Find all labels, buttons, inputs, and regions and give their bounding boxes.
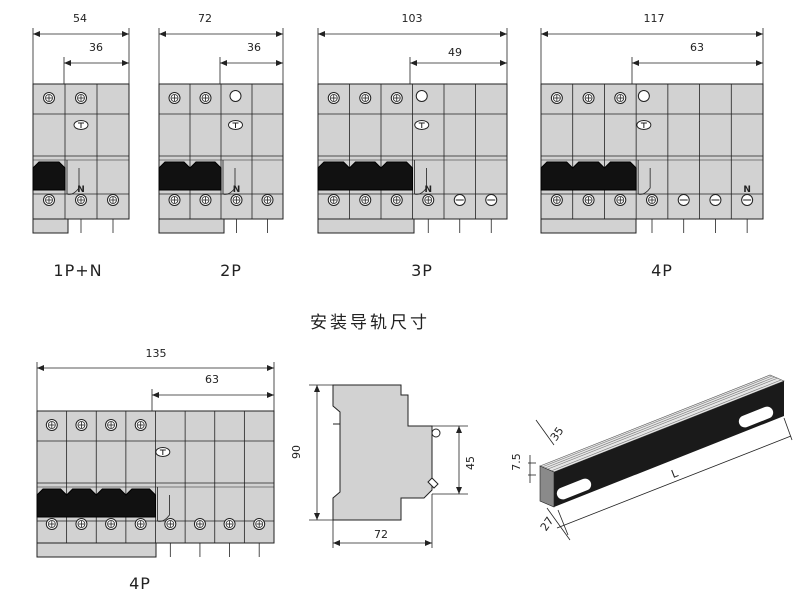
- caption-4p-large: 4P: [129, 574, 151, 593]
- section-title: 安装导轨尺寸: [310, 313, 430, 333]
- dim-overall-5: 135: [146, 347, 167, 360]
- dim-module-2: 36: [247, 41, 261, 54]
- dim-side-height: 90: [290, 445, 303, 459]
- din-clip: [36, 542, 157, 558]
- dim-overall-1: 54: [73, 12, 87, 25]
- dim-overall-2: 72: [198, 12, 212, 25]
- latch: [414, 160, 427, 195]
- dim-module-3: 49: [448, 46, 462, 59]
- din-clip: [32, 218, 69, 234]
- breaker-2p: N: [158, 28, 284, 234]
- dim-module-1: 36: [89, 41, 103, 54]
- test-button: [415, 90, 428, 102]
- dim-module-4: 63: [690, 41, 704, 54]
- din-clip: [540, 218, 637, 234]
- neutral-label: N: [233, 185, 241, 195]
- caption-4p: 4P: [651, 261, 673, 280]
- dim-module-5: 63: [205, 373, 219, 386]
- caption-3p: 3P: [411, 261, 433, 280]
- operating-handle: [540, 161, 637, 191]
- breaker-3p: N: [317, 28, 508, 234]
- operating-handle: [158, 161, 222, 191]
- dim-side-module-height: 45: [464, 456, 477, 470]
- dim-side-depth: 72: [374, 528, 388, 541]
- dim-rail-height: 7.5: [510, 453, 523, 471]
- caption-1p-n: 1P+N: [53, 261, 102, 280]
- operating-handle: [36, 488, 156, 518]
- latch: [222, 160, 236, 195]
- test-button: [637, 90, 650, 102]
- neutral-label: N: [424, 185, 432, 195]
- breaker-4p-large: [36, 362, 275, 558]
- latch: [157, 487, 170, 522]
- dim-overall-4: 117: [644, 12, 665, 25]
- latch: [637, 160, 651, 195]
- din-rail: [528, 374, 793, 541]
- breaker-4p: N: [540, 28, 764, 234]
- operating-handle: [317, 161, 413, 191]
- neutral-label: N: [77, 185, 85, 195]
- caption-2p: 2P: [220, 261, 242, 280]
- latch: [66, 160, 80, 195]
- din-clip: [317, 218, 415, 234]
- neutral-label: N: [743, 185, 751, 195]
- test-button: [229, 90, 242, 102]
- dim-overall-3: 103: [402, 12, 423, 25]
- breaker-1p-n: N: [32, 28, 130, 234]
- dim-rail-length: L: [669, 466, 680, 481]
- din-clip: [158, 218, 225, 234]
- operating-handle: [32, 161, 66, 191]
- side-view: [309, 384, 468, 548]
